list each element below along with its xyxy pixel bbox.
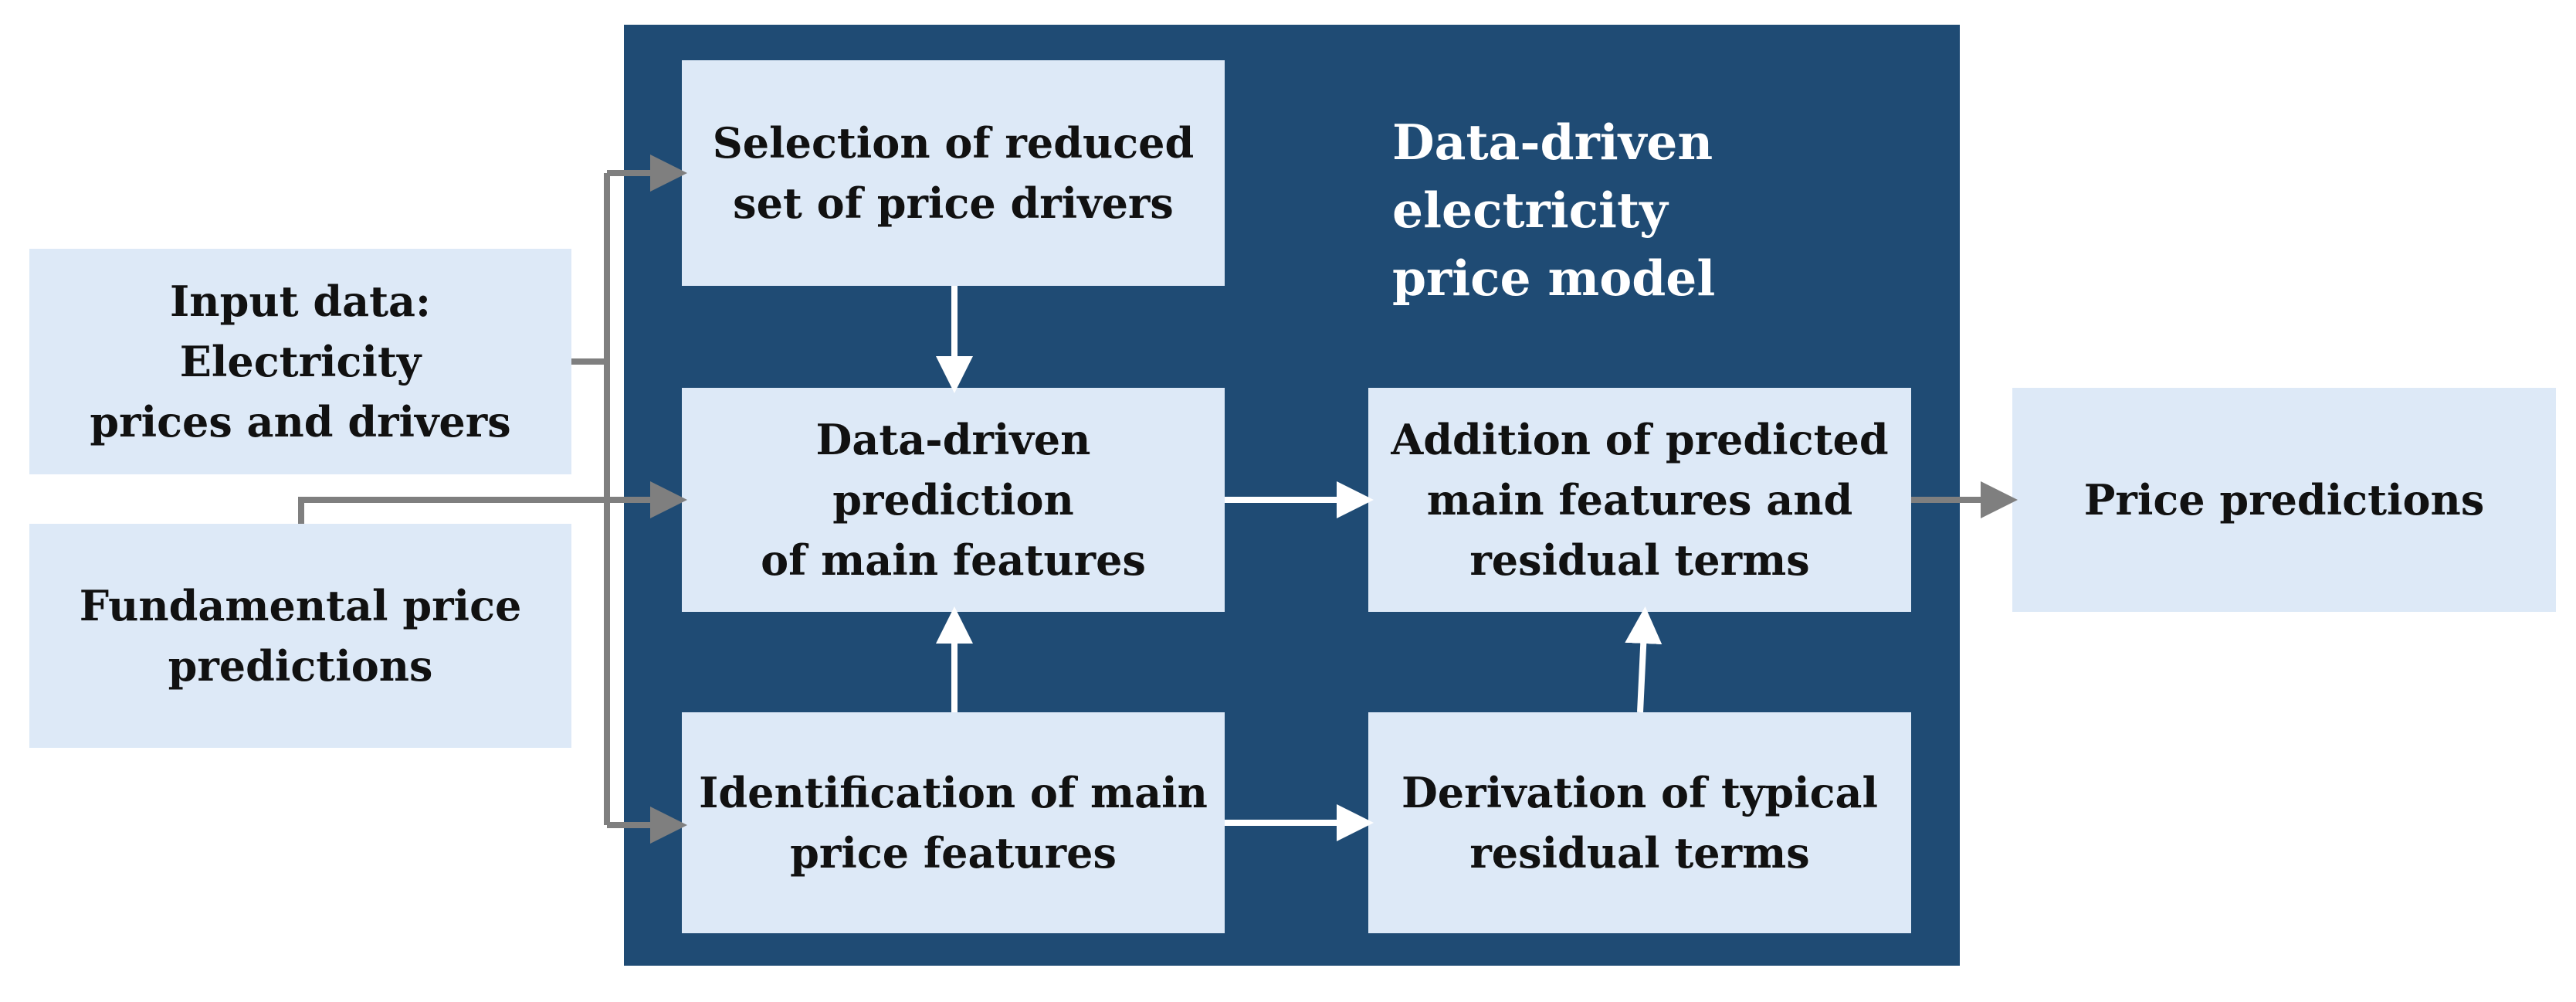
derivation-box: Derivation of typical residual terms	[1368, 712, 1911, 933]
prediction-box: Data-driven prediction of main features	[682, 388, 1225, 612]
identification-box: Identification of main price features	[682, 712, 1225, 933]
arrow-fundamental-to-prediction	[298, 481, 687, 524]
selection-box: Selection of reduced set of price driver…	[682, 60, 1225, 286]
price-predictions-box: Price predictions	[2012, 388, 2556, 612]
panel-title: Data-driven electricity price model	[1392, 114, 1716, 307]
input-data-box: Input data: Electricity prices and drive…	[29, 249, 571, 474]
fundamental-predictions-box: Fundamental price predictions	[29, 524, 571, 748]
addition-box: Addition of predicted main features and …	[1368, 388, 1911, 612]
